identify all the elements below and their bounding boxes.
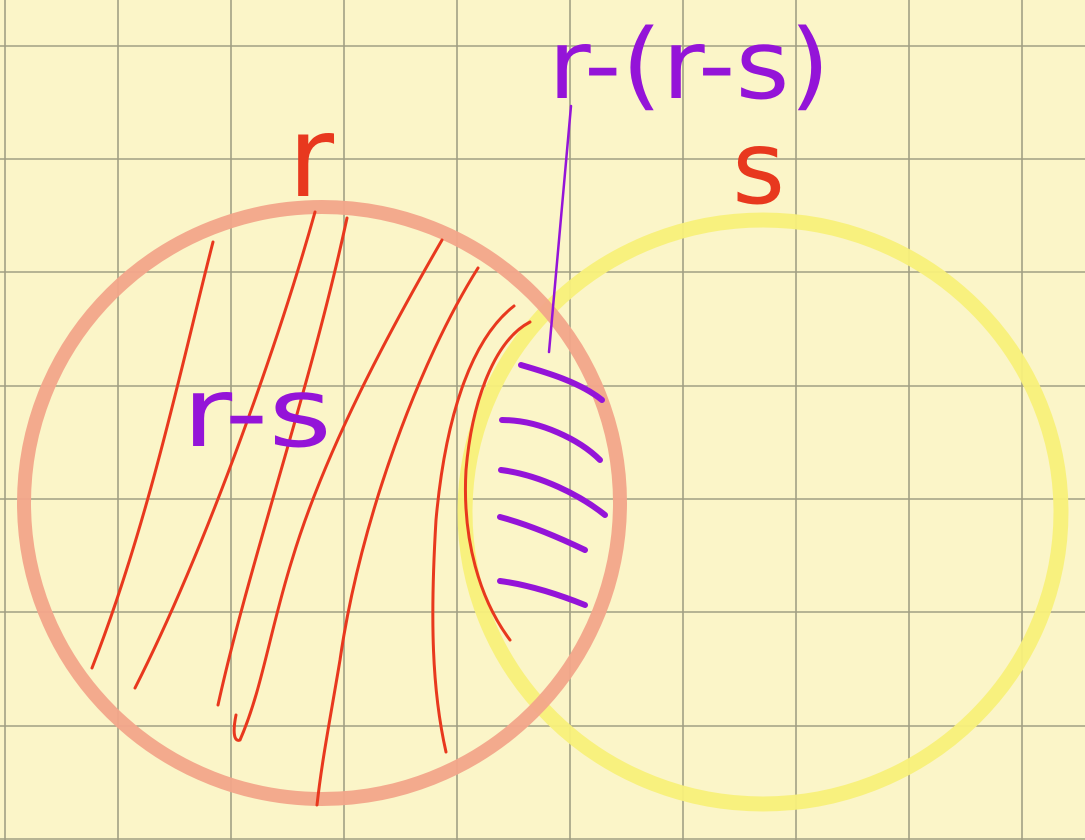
label-set-s: s: [732, 109, 785, 228]
label-r-minus-s: r-s: [182, 357, 332, 469]
circle-r: [17, 200, 627, 806]
hatch-r-minus-r-minus-s: [497, 362, 608, 608]
leader-line: [547, 104, 573, 354]
label-r-minus-r-minus-s: r-(r-s): [548, 9, 830, 121]
hatch-r-minus-s: [90, 210, 532, 807]
label-set-r: r: [288, 93, 335, 223]
